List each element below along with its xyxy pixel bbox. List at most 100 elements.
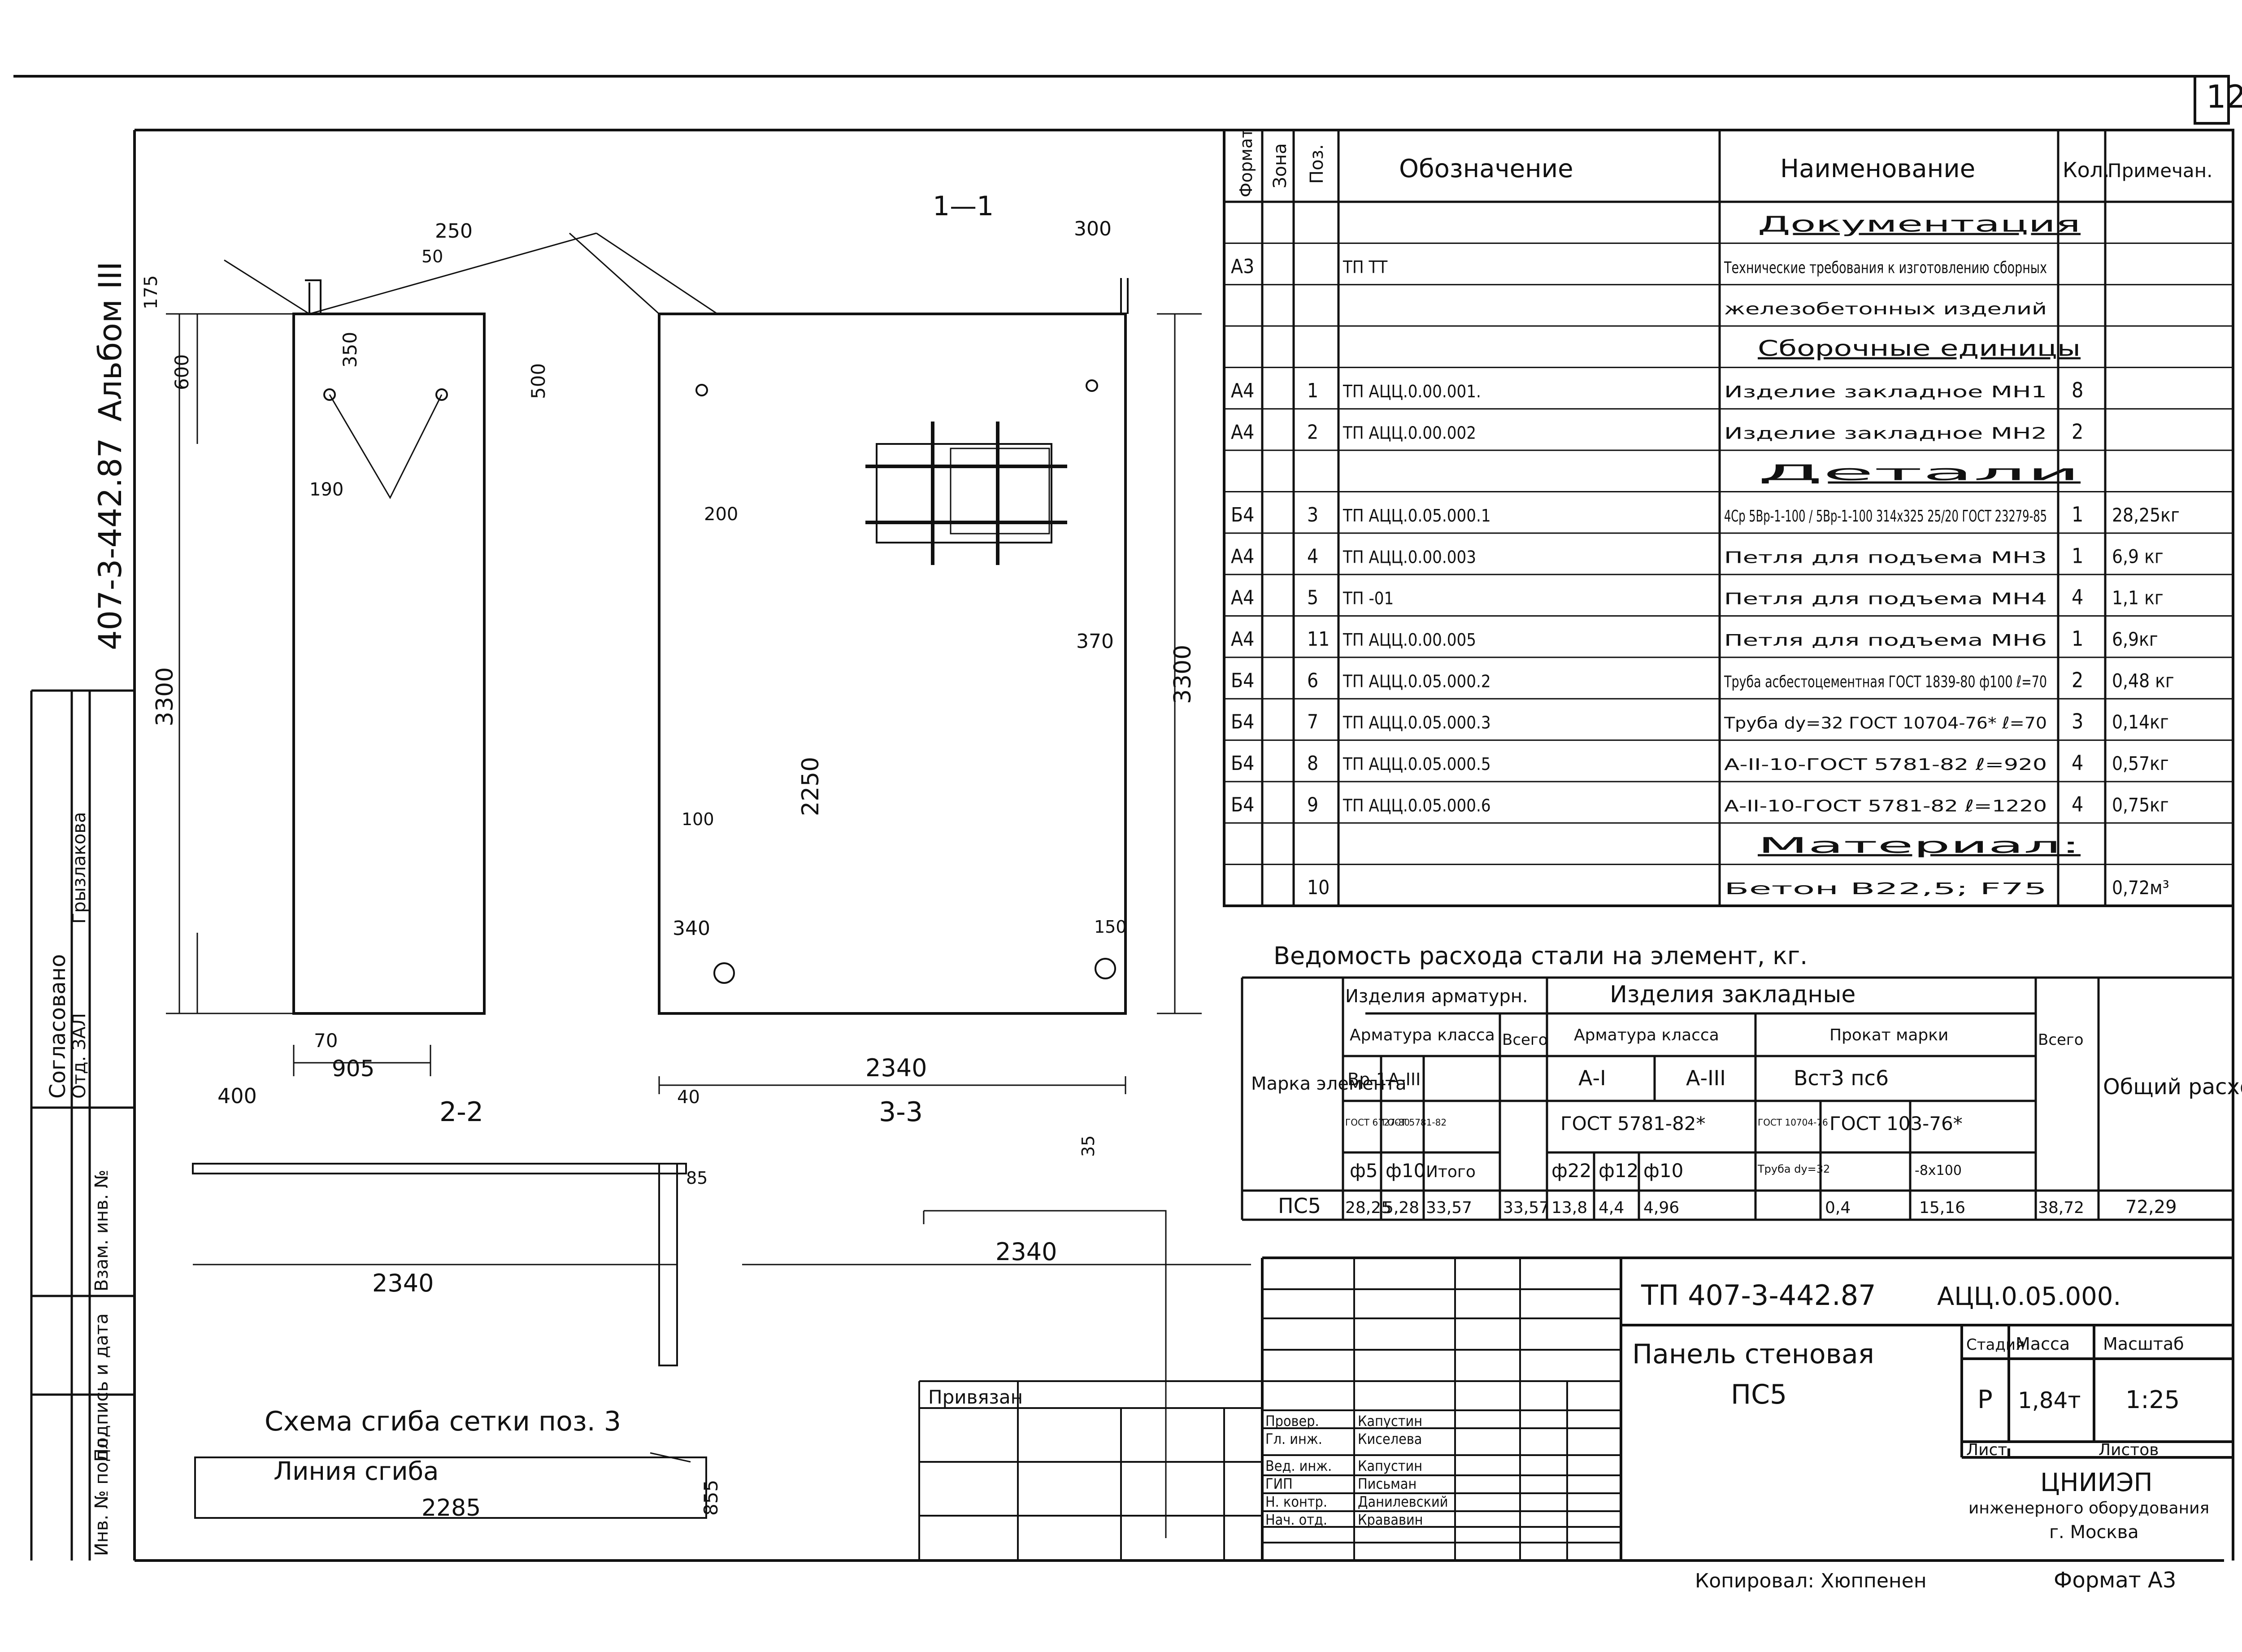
steel-overall: Общий расход — [2103, 1074, 2242, 1100]
spec-cell-format: Б4 — [1231, 504, 1254, 526]
section-2: 2-2 — [439, 1096, 483, 1128]
dim-250: 250 — [435, 220, 473, 243]
bend-title: Схема сгиба сетки поз. 3 — [265, 1406, 621, 1437]
spec-cell-designation: ТП АЦЦ.0.05.000.3 — [1343, 713, 1491, 733]
steel-g-tube: ГОСТ 10704-76 — [1758, 1117, 1828, 1128]
bend-line-label: Линия сгиба — [274, 1457, 439, 1486]
dim-300: 300 — [1074, 217, 1112, 240]
spec-cell-name: Технические требования к изготовлению сб… — [1724, 259, 2047, 277]
steel-d-f10b: ф10 — [1643, 1160, 1683, 1182]
dim-200: 200 — [704, 504, 738, 525]
spec-cell-format: А4 — [1231, 379, 1254, 402]
steel-a3b: А-III — [1686, 1066, 1726, 1090]
steel-d-f12: ф12 — [1599, 1160, 1638, 1182]
spec-cell-pos: 5 — [1307, 587, 1318, 609]
scale-head: Масштаб — [2103, 1334, 2184, 1354]
spec-cell-name: Материал: — [1758, 833, 2081, 858]
spec-cell-name: Изделие закладное МН1 — [1724, 383, 2047, 401]
sheet-head: Лист — [1966, 1441, 2007, 1459]
steel-table: Ведомость расхода стали на элемент, кг. … — [1241, 942, 2242, 1221]
copied-label: Копировал: Хюппенен — [1695, 1569, 1927, 1592]
spec-cell-name: 4Ср 5Вр-1-100 / 5Вр-1-100 314х325 25/20 … — [1724, 507, 2047, 526]
stage-head: Стадия — [1966, 1336, 2025, 1354]
spec-cell-name: А-II-10-ГОСТ 5781-82 ℓ=1220 — [1724, 797, 2047, 815]
spec-cell-qty: 1 — [2072, 502, 2083, 526]
spec-cell-name: Сборочные единицы — [1758, 336, 2081, 361]
spec-cell-qty: 2 — [2072, 668, 2083, 692]
dim-370: 370 — [1076, 630, 1114, 653]
drawing-labels: 1—1 2-2 3-3 Схема сгиба сетки поз. 3 Лин… — [141, 191, 1196, 1522]
steel-rolled: Прокат марки — [1829, 1026, 1948, 1044]
steel-vst: Вст3 пс6 — [1794, 1066, 1889, 1090]
steel-g-a1: ГОСТ 5781-82* — [1560, 1113, 1706, 1135]
item-mark: ПС5 — [1731, 1379, 1787, 1410]
steel-embedded-items: Изделия закладные — [1610, 981, 1855, 1008]
front-view — [166, 232, 1251, 1538]
mass-value: 1,84т — [2018, 1387, 2081, 1413]
steel-g-a3: ГОСТ 5781-82 — [1382, 1117, 1447, 1128]
steel-itogo: Итого — [1426, 1163, 1476, 1181]
spec-cell-name: Детали — [1758, 461, 2081, 486]
dim-600: 600 — [171, 354, 193, 390]
spec-cell-pos: 10 — [1307, 876, 1330, 899]
signature-role: Гл. инж. — [1265, 1430, 1322, 1448]
spec-cell-qty: 1 — [2072, 626, 2083, 651]
dim-100: 100 — [682, 809, 714, 829]
signature-role: Вед. инж. — [1265, 1457, 1332, 1474]
spec-cell-format: Б4 — [1231, 752, 1254, 775]
steel-v5: 13,8 — [1551, 1199, 1587, 1217]
spec-cell-qty: 4 — [2072, 792, 2083, 816]
steel-rebar-class-2: Арматура класса — [1574, 1026, 1719, 1044]
steel-g-vr1: ГОСТ 6727-80 — [1345, 1117, 1410, 1128]
dim-2250: 2250 — [797, 757, 824, 816]
spec-cell-designation: ТП АЦЦ.0.05.000.5 — [1343, 754, 1491, 774]
steel-reinf-items: Изделия арматурн. — [1345, 986, 1528, 1007]
title-block: Привязан ТП 407-3-442.87 АЦЦ.0.05.000. П… — [918, 1256, 2233, 1593]
spec-cell-note: 6,9 кг — [2112, 545, 2164, 567]
spec-cell-designation: ТП АЦЦ.0.05.000.2 — [1343, 671, 1491, 691]
spec-cell-qty: 4 — [2072, 585, 2083, 609]
spec-head-qty: Кол. — [2063, 158, 2110, 182]
dim-85: 85 — [686, 1168, 708, 1188]
dim-340: 340 — [673, 917, 710, 940]
spec-head-name: Наименование — [1780, 154, 1975, 183]
inv-orig: Инв. № подл. — [91, 1432, 112, 1556]
signature-name: Капустин — [1358, 1457, 1422, 1474]
spec-cell-note: 0,48 кг — [2112, 669, 2174, 691]
steel-v9: 15,16 — [1919, 1199, 1965, 1217]
signature-role: ГИП — [1265, 1475, 1293, 1492]
spec-cell-pos: 8 — [1307, 752, 1318, 775]
stage-value: Р — [1977, 1385, 1993, 1414]
steel-v7: 4,96 — [1643, 1199, 1679, 1217]
spec-cell-qty: 1 — [2072, 543, 2083, 568]
steel-v6: 4,4 — [1599, 1199, 1624, 1217]
sheets-head: Листов — [2099, 1441, 2159, 1459]
spec-cell-name: Петля для подъема МН4 — [1724, 590, 2047, 609]
doc-code: ТП 407-3-442.87 — [1641, 1279, 1876, 1312]
dim-150: 150 — [1094, 917, 1127, 937]
dim-190: 190 — [309, 479, 343, 500]
steel-v8: 0,4 — [1825, 1199, 1851, 1217]
spec-head-pos: Поз. — [1307, 144, 1327, 184]
spec-cell-format: А4 — [1231, 628, 1254, 651]
steel-strip: -8х100 — [1915, 1163, 1962, 1178]
bend-height: 855 — [700, 1480, 722, 1516]
steel-a3a: А-III — [1388, 1069, 1421, 1089]
signature-name: Письман — [1358, 1475, 1416, 1492]
spec-cell-qty: 4 — [2072, 751, 2083, 775]
dim-3300-a: 3300 — [152, 667, 178, 726]
dept-label: Отд. ЗАЛ — [69, 1013, 90, 1099]
spec-cell-designation: ТП АЦЦ.0.05.000.1 — [1343, 506, 1491, 526]
steel-rebar-class: Арматура класса — [1350, 1026, 1495, 1044]
spec-cell-format: Б4 — [1231, 669, 1254, 692]
spec-cell-designation: ТП АЦЦ.0.00.003 — [1343, 547, 1476, 567]
section-3: 3-3 — [879, 1096, 923, 1128]
spec-cell-pos: 11 — [1307, 628, 1330, 651]
spec-cell-format: Б4 — [1231, 711, 1254, 734]
sheet-number: 12 — [2206, 78, 2242, 115]
dim-40: 40 — [677, 1087, 700, 1108]
org-name: ЦНИИЭП — [2040, 1468, 2153, 1497]
dim-3300-b: 3300 — [1169, 645, 1196, 704]
